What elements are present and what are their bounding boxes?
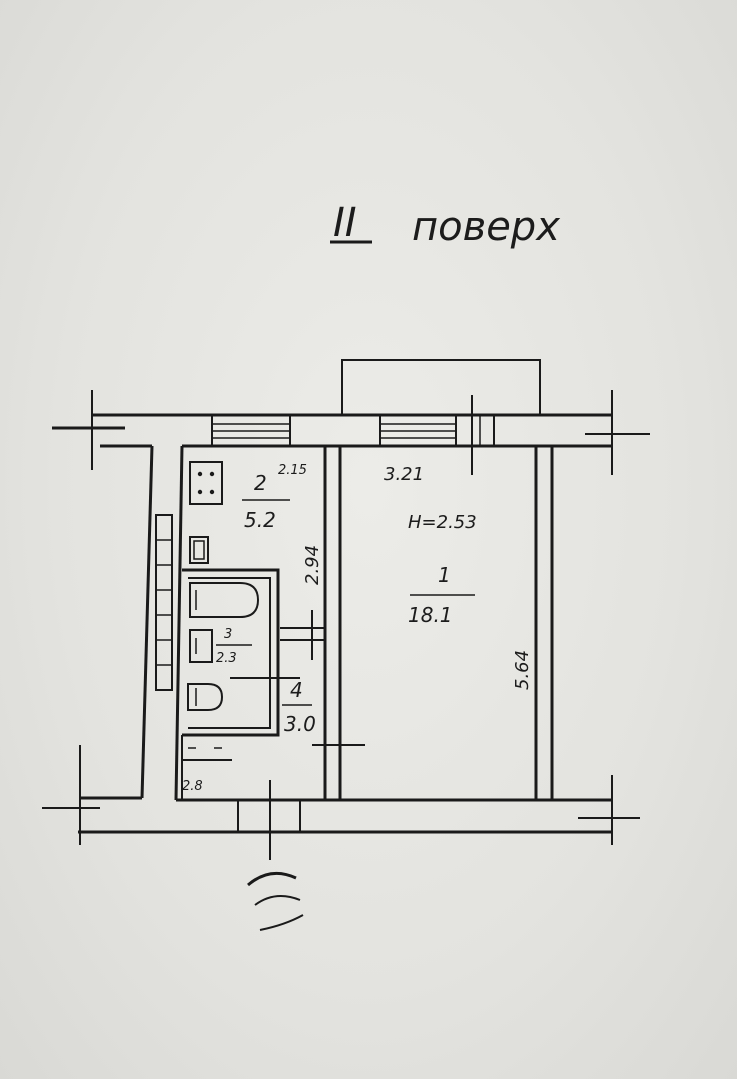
window-room [379, 414, 457, 447]
room-2-area: 5.2 [244, 508, 276, 532]
room-3-number: 3 [224, 627, 232, 642]
room-3-label: 3 2.3 [216, 627, 252, 666]
room-3-area: 2.3 [216, 651, 237, 666]
room-4-label: 4 3.0 [282, 678, 316, 736]
stove [189, 461, 223, 505]
dimension-kitchen-width: 2.15 [278, 463, 307, 478]
balcony-door [455, 395, 495, 475]
dimension-room1-length: 5.64 [512, 650, 533, 690]
room-1-label: 1 18.1 [408, 563, 475, 627]
staircase-fragment [247, 871, 304, 931]
floor-roman-number: II [333, 200, 357, 246]
floor-word: поверх [412, 204, 560, 250]
room-2-label: 2 5.2 [242, 471, 290, 532]
room-1-area: 18.1 [408, 603, 453, 627]
balcony [341, 359, 541, 415]
dimension-ceiling-height: H=2.53 [408, 512, 477, 533]
room-1-number: 1 [438, 563, 451, 587]
room-2-number: 2 [254, 471, 267, 495]
room-4-area: 3.0 [284, 712, 316, 736]
dimension-kitchen-length: 2.94 [302, 545, 323, 585]
window-kitchen [211, 414, 291, 447]
partition-kitchen-room [280, 446, 342, 800]
floor-title: II поверх [330, 200, 560, 250]
room-4-number: 4 [290, 678, 303, 702]
room-5-label: 2.8 [182, 779, 203, 794]
kitchen-sink [189, 536, 209, 564]
right-wall [534, 446, 554, 800]
left-wall [80, 445, 184, 801]
dimension-room1-width: 3.21 [384, 464, 424, 485]
top-wall [52, 390, 650, 475]
toilet [187, 683, 224, 711]
bottom-wall [42, 745, 640, 860]
bathroom-block [181, 568, 280, 800]
room-5-area: 2.8 [182, 779, 203, 794]
bathtub [189, 582, 260, 618]
corridor-marks [182, 677, 365, 761]
bathroom-sink [189, 629, 213, 663]
